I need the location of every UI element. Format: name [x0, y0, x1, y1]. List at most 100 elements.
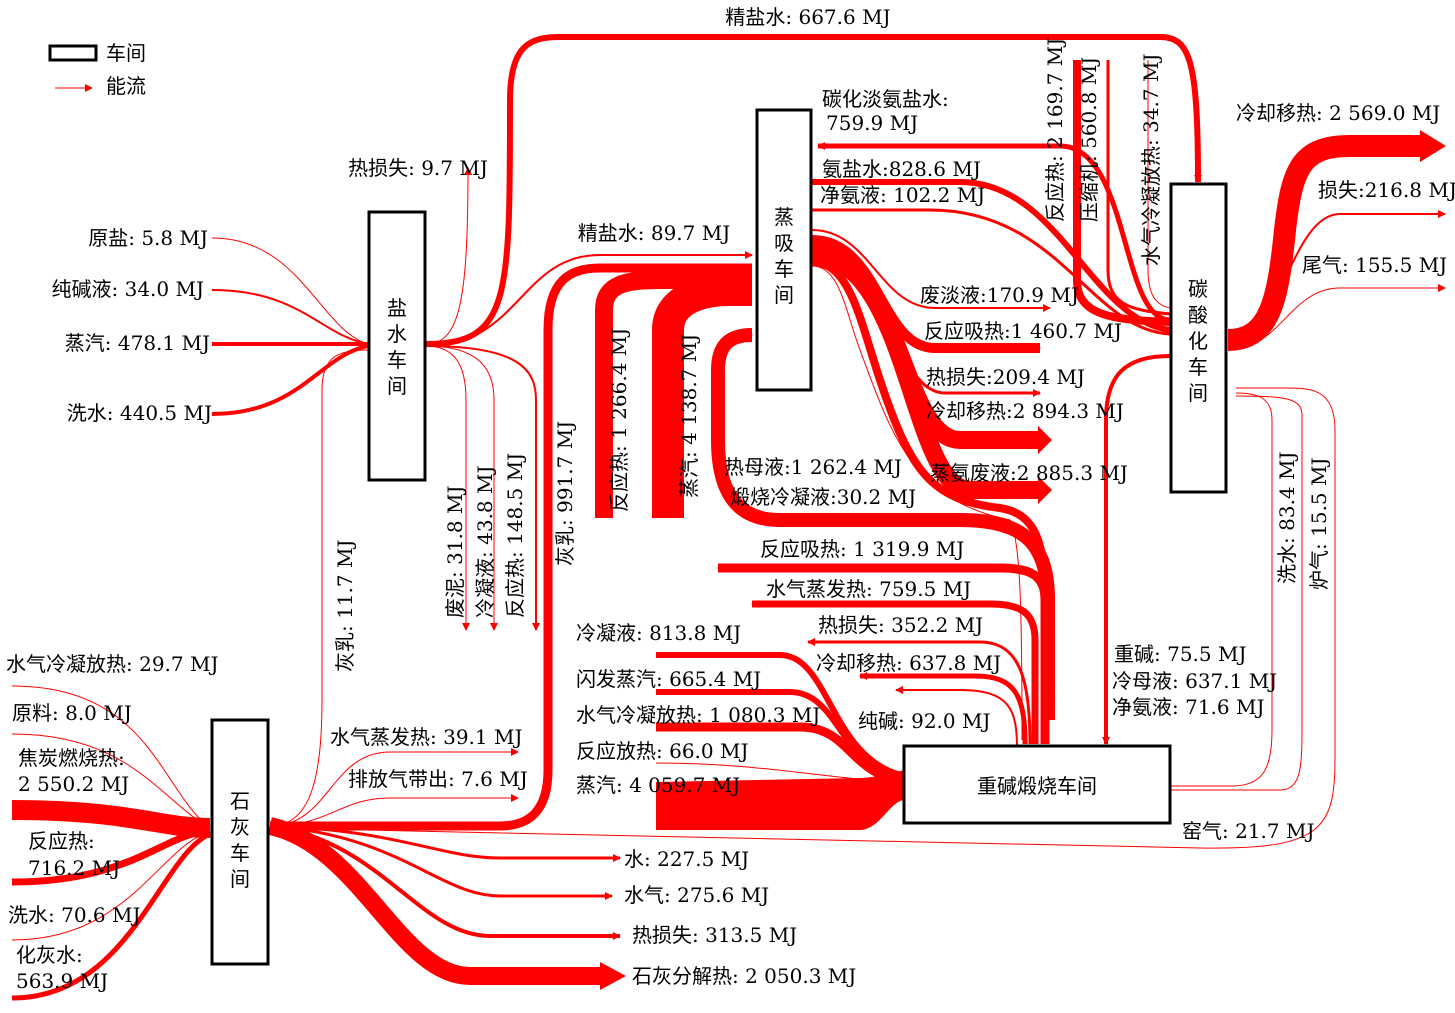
workshop-name-absorption-char: 间	[774, 283, 794, 307]
label-slaking-water-2: 563.9 MJ	[16, 969, 108, 993]
workshop-name-lime-char: 石	[230, 789, 250, 813]
label-compressor: 压缩机: 560.8 MJ	[1077, 57, 1101, 222]
workshop-name-absorption-char: 车	[774, 257, 794, 281]
label-cold-mother-liquor: 冷母液: 637.1 MJ	[1112, 669, 1277, 693]
workshop-name-carbonation-char: 车	[1188, 355, 1208, 379]
label-absorption-cooling: 冷却移热:2 894.3 MJ	[926, 399, 1124, 423]
label-kiln-gas: 窑气: 21.7 MJ	[1182, 819, 1314, 843]
label-lime-exhaust-carryout: 排放气带出: 7.6 MJ	[348, 767, 528, 791]
label-slaking-water-1: 化灰水:	[16, 943, 83, 967]
label-ammonia-brine: 氨盐水:828.6 MJ	[822, 157, 981, 181]
workshop-name-calcination: 重碱煅烧车间	[977, 774, 1097, 798]
workshop-name-brine-char: 水	[387, 322, 407, 346]
workshop-names: 盐水车间蒸吸车间碳酸化车间石灰车间重碱煅烧车间	[230, 205, 1208, 891]
label-heavy-soda: 重碱: 75.5 MJ	[1114, 642, 1246, 666]
flow-absorption-reaction-heat-in	[595, 271, 752, 518]
label-absorption-heat: 反应吸热:1 460.7 MJ	[924, 319, 1122, 343]
label-calcination-vapor-condensation-heat: 水气冷凝放热: 1 080.3 MJ	[576, 703, 820, 727]
flow-calcination-condensate	[811, 265, 1023, 741]
label-hot-mother-liquor: 热母液:1 262.4 MJ	[724, 455, 902, 479]
flow-carbonation-cooling-arrow	[1420, 130, 1446, 162]
label-carbonation-loss: 损失:216.8 MJ	[1318, 178, 1455, 202]
label-brine-condensate: 冷凝液: 43.8 MJ	[473, 466, 497, 618]
flow-compressor	[1106, 60, 1171, 316]
flow-lime-vapor-evaporation-heat	[269, 748, 519, 827]
flow-soda-ash	[895, 686, 1018, 749]
flow-waste-dilute-liquid	[811, 229, 1051, 312]
flow-ammonia-waste-liquid	[811, 246, 1040, 499]
label-lime-vapor-condensation-heat: 水气冷凝放热: 29.7 MJ	[6, 652, 218, 676]
workshops	[210, 108, 1228, 966]
label-soda-ash: 纯碱: 92.0 MJ	[858, 709, 990, 733]
label-brine-reaction-heat: 反应热: 148.5 MJ	[503, 453, 527, 618]
label-brine-steam: 蒸汽: 478.1 MJ	[65, 331, 210, 355]
label-calcination-wash-water: 洗水: 83.4 MJ	[1275, 452, 1299, 584]
flow-tail-gas	[1227, 284, 1446, 351]
flow-brine-wash-water	[211, 344, 369, 416]
label-lime-reaction-heat-2: 716.2 MJ	[28, 856, 120, 880]
legend-workshop-swatch	[48, 44, 98, 62]
label-lime-water: 水: 227.5 MJ	[624, 847, 749, 871]
flow-hot-mother-liquor	[811, 258, 1049, 740]
label-carbonation-vapor-condensation-heat: 水气冷凝放热: 34.7 MJ	[1139, 54, 1163, 266]
label-absorption-reaction-heat-in: 反应热: 1 266.4 MJ	[607, 328, 631, 512]
flow-brine-reaction-heat	[425, 345, 540, 631]
label-net-ammonia-liquid: 净氨液: 71.6 MJ	[1112, 695, 1264, 719]
legend-flow-label: 能流	[106, 74, 146, 98]
flow-absorption-steam-in	[652, 274, 752, 518]
legend: 车间 能流	[48, 41, 146, 98]
label-ammonia-liquid: 净氨液: 102.2 MJ	[820, 183, 985, 207]
workshop-name-brine-char: 盐	[387, 296, 407, 320]
flow-coke-combustion-heat	[11, 800, 211, 838]
flow-lime-decomposition-heat	[267, 817, 600, 985]
workshop-name-absorption-char: 蒸	[774, 205, 794, 229]
workshop-name-lime-char: 间	[230, 867, 250, 891]
label-lime-reaction-heat-1: 反应热:	[28, 829, 95, 853]
brine-workshop-box	[367, 210, 427, 482]
label-calcination-vapor-evaporation-heat: 水气蒸发热: 759.5 MJ	[766, 577, 971, 601]
label-tail-gas: 尾气: 155.5 MJ	[1302, 253, 1447, 277]
label-refined-brine-top: 精盐水: 667.6 MJ	[725, 5, 890, 29]
flow-lime-wash-water	[11, 831, 211, 941]
absorption-workshop-box	[755, 108, 813, 392]
flow-furnace-gas	[1170, 395, 1303, 791]
label-calcination-steam: 蒸汽: 4 059.7 MJ	[576, 773, 740, 797]
flow-calcination-condensate-in	[656, 652, 906, 779]
label-calcination-heat-loss: 热损失: 352.2 MJ	[818, 613, 983, 637]
flow-soda-liquid	[211, 289, 369, 345]
flow-ammonia-liquid	[812, 208, 1171, 336]
label-soda-liquid: 纯碱液: 34.0 MJ	[52, 277, 204, 301]
flow-lime-reaction-heat	[11, 826, 211, 886]
workshop-name-carbonation-char: 化	[1188, 329, 1208, 353]
label-carbonation-cooling: 冷却移热: 2 569.0 MJ	[1236, 101, 1440, 125]
flow-to-calcination	[1102, 354, 1171, 745]
flow-brine-heat-loss	[425, 167, 472, 345]
label-calcination-cooling: 冷却移热: 637.8 MJ	[816, 651, 1001, 675]
label-carbonized-brine-1: 碳化淡氨盐水:	[822, 87, 949, 111]
flow-carbonation-cooling	[1227, 135, 1420, 351]
flow-calcination-reaction-absorption-heat	[717, 563, 1050, 744]
flow-kiln-gas	[269, 387, 1336, 849]
workshop-name-lime-char: 灰	[230, 815, 250, 839]
legend-workshop-label: 车间	[106, 41, 146, 65]
flow-lime-raw-material	[11, 733, 211, 829]
label-lime-wash-water: 洗水: 70.6 MJ	[8, 903, 140, 927]
label-carbonized-brine-2: 759.9 MJ	[826, 111, 918, 135]
workshop-name-carbonation-char: 酸	[1188, 303, 1208, 327]
label-lime-vapor-evaporation-heat: 水气蒸发热: 39.1 MJ	[330, 725, 522, 749]
flow-carbonation-vapor-condensation-heat	[1147, 60, 1171, 309]
flow-raw-salt	[211, 237, 369, 345]
workshop-name-brine-char: 间	[387, 374, 407, 398]
flow-calcination-cooling	[859, 672, 1028, 745]
flow-absorption-cooling-arrow	[1038, 426, 1052, 454]
label-flash-steam: 闪发蒸汽: 665.4 MJ	[576, 667, 761, 691]
flow-refined-brine-absorption	[425, 251, 753, 347]
label-lime-milk-to-absorption: 灰乳: 991.7 MJ	[553, 421, 577, 566]
flow-ammonia-waste-liquid-arrow	[1038, 476, 1052, 504]
workshop-name-absorption-char: 吸	[774, 231, 794, 255]
flow-carbonation-loss	[1227, 210, 1446, 346]
label-calcination-reaction-absorption-heat: 反应吸热: 1 319.9 MJ	[760, 537, 964, 561]
carbonation-workshop-box	[1169, 182, 1228, 494]
